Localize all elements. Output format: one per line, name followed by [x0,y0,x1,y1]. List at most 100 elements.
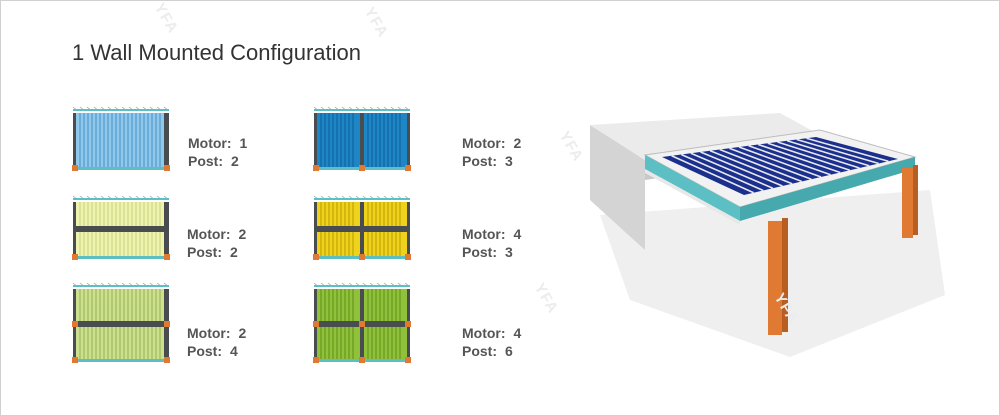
post-label: Post: [462,343,497,359]
post-marker [405,357,411,363]
post-marker [313,321,319,327]
post-front [768,221,782,335]
louver-slat [786,139,870,167]
config-1-diagram [72,106,170,171]
louver-panel [317,232,360,256]
post-marker [164,321,170,327]
front-beam [73,359,169,362]
louver-slat [729,147,812,180]
config-4-specs: Motor: 4 Post: 3 [462,225,521,261]
motor-label: Motor: [187,325,231,341]
post-label: Post: [462,244,497,260]
louver-panel [317,113,360,167]
config-2-diagram [313,106,411,171]
middle-beam [73,228,169,231]
louver-slat [757,143,841,174]
config-2-specs: Motor: 2 Post: 3 [462,134,521,170]
motor-label: Motor: [462,135,506,151]
config-6-specs: Motor: 4 Post: 6 [462,324,521,360]
louver-panel [317,202,360,226]
post-marker [72,165,78,171]
config-3-specs: Motor: 2 Post: 2 [187,225,246,261]
roof-side-beam [740,157,915,221]
post-marker [72,321,78,327]
page-title: 1 Wall Mounted Configuration [72,40,362,65]
post-label: Post: [462,153,497,169]
louver-panel [364,113,407,167]
post-label: Post: [187,343,222,359]
motor-label: Motor: [188,135,232,151]
post-marker [405,165,411,171]
wall-top [590,113,820,160]
wall-beam [314,198,410,200]
post-marker [164,357,170,363]
wall-beam [314,109,410,111]
louver-slat [738,146,822,178]
middle-beam [73,323,169,326]
post-marker [72,254,78,260]
roof-front-beam [645,155,740,221]
motor-count: 2 [238,325,247,341]
louver-slat [690,152,774,189]
motor-label: Motor: [462,226,506,242]
wall-beam [314,285,410,287]
post-count: 6 [505,343,513,359]
post-marker [164,254,170,260]
louver-slat [719,148,803,183]
post-marker [313,165,319,171]
config-5-specs: Motor: 2 Post: 4 [187,324,246,360]
config-6-diagram [313,282,411,363]
louver-slat [796,138,879,165]
motor-label: Motor: [187,226,231,242]
config-6: Motor: 4 Post: 6 [311,279,571,369]
louver-slat [671,155,754,194]
pergola-illustration [590,113,945,357]
motor-count: 4 [513,226,522,242]
roof-beam-edge [645,169,740,225]
config-5: Motor: 2 Post: 4 [70,279,330,369]
motor-count: 1 [239,135,248,151]
motor-label: Motor: [462,325,506,341]
louver-slat [709,150,793,185]
louver-slat [700,151,783,187]
louver-panel [364,327,407,359]
config-3: Motor: 2 Post: 2 [70,192,330,282]
config-1-specs: Motor:1 Post:2 [188,134,247,170]
post-count: 2 [231,153,239,169]
motor-count: 4 [513,325,522,341]
louver-panel [364,289,407,321]
middle-beam [314,228,410,231]
post-marker [72,357,78,363]
config-3-diagram [72,195,170,260]
motor-count: 2 [238,226,247,242]
post-marker [164,165,170,171]
front-beam [73,167,169,170]
post-count: 3 [505,153,513,169]
louver-panel [317,289,360,321]
post-marker [313,254,319,260]
motor-count: 2 [513,135,522,151]
louver-panel [364,232,407,256]
post-marker [359,165,365,171]
post-label: Post: [187,244,222,260]
post-count: 3 [505,244,513,260]
post-count: 2 [230,244,238,260]
config-4-diagram [313,195,411,260]
louver-panel [317,327,360,359]
roof-frame [643,129,917,225]
post-marker [359,357,365,363]
louver-slat [748,144,831,176]
louver-slat [680,153,764,192]
wall-beam [73,285,169,287]
louver-slat [777,141,860,169]
config-5-diagram [72,282,170,363]
post-marker [359,321,365,327]
louver-slat [767,142,851,172]
post-right-side [913,165,918,235]
wall-beam [73,198,169,200]
post-count: 4 [230,343,238,359]
louver-panel [364,202,407,226]
post-right [902,168,913,238]
post-marker [405,254,411,260]
louver-slats [671,137,889,194]
